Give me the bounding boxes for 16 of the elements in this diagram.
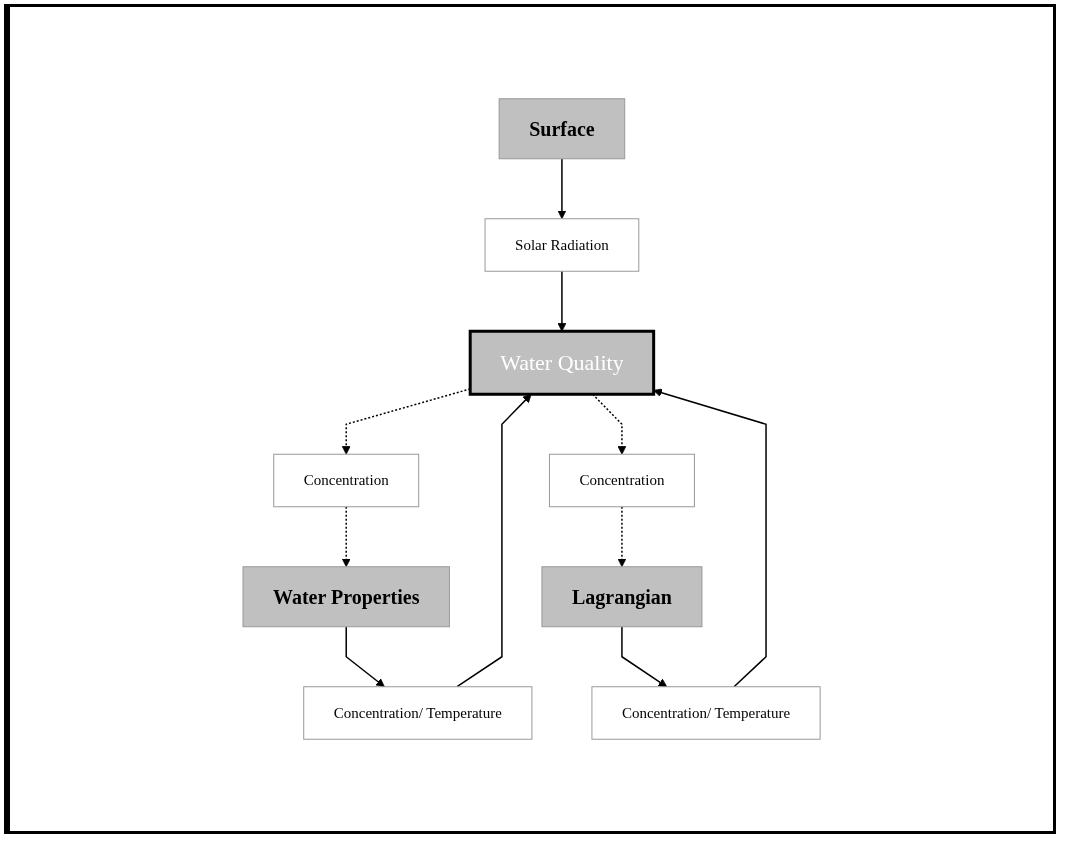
node-box: Lagrangian	[541, 566, 703, 628]
node-box: Concentration	[548, 453, 695, 508]
arrow	[341, 506, 351, 568]
node-box: Surface	[498, 98, 626, 160]
arrow	[557, 158, 567, 220]
arrow	[557, 270, 567, 332]
node-box: Concentration	[273, 453, 420, 508]
node-box: Solar Radiation	[484, 218, 640, 272]
arrow	[345, 626, 385, 688]
node-box: Water Quality	[468, 329, 656, 396]
arrow	[653, 388, 767, 688]
node-box: Concentration/ Temperature	[303, 686, 533, 740]
node-box: Concentration/ Temperature	[591, 686, 821, 740]
arrow	[621, 626, 668, 688]
arrow	[617, 506, 627, 568]
node-box: Water Properties	[242, 566, 450, 628]
